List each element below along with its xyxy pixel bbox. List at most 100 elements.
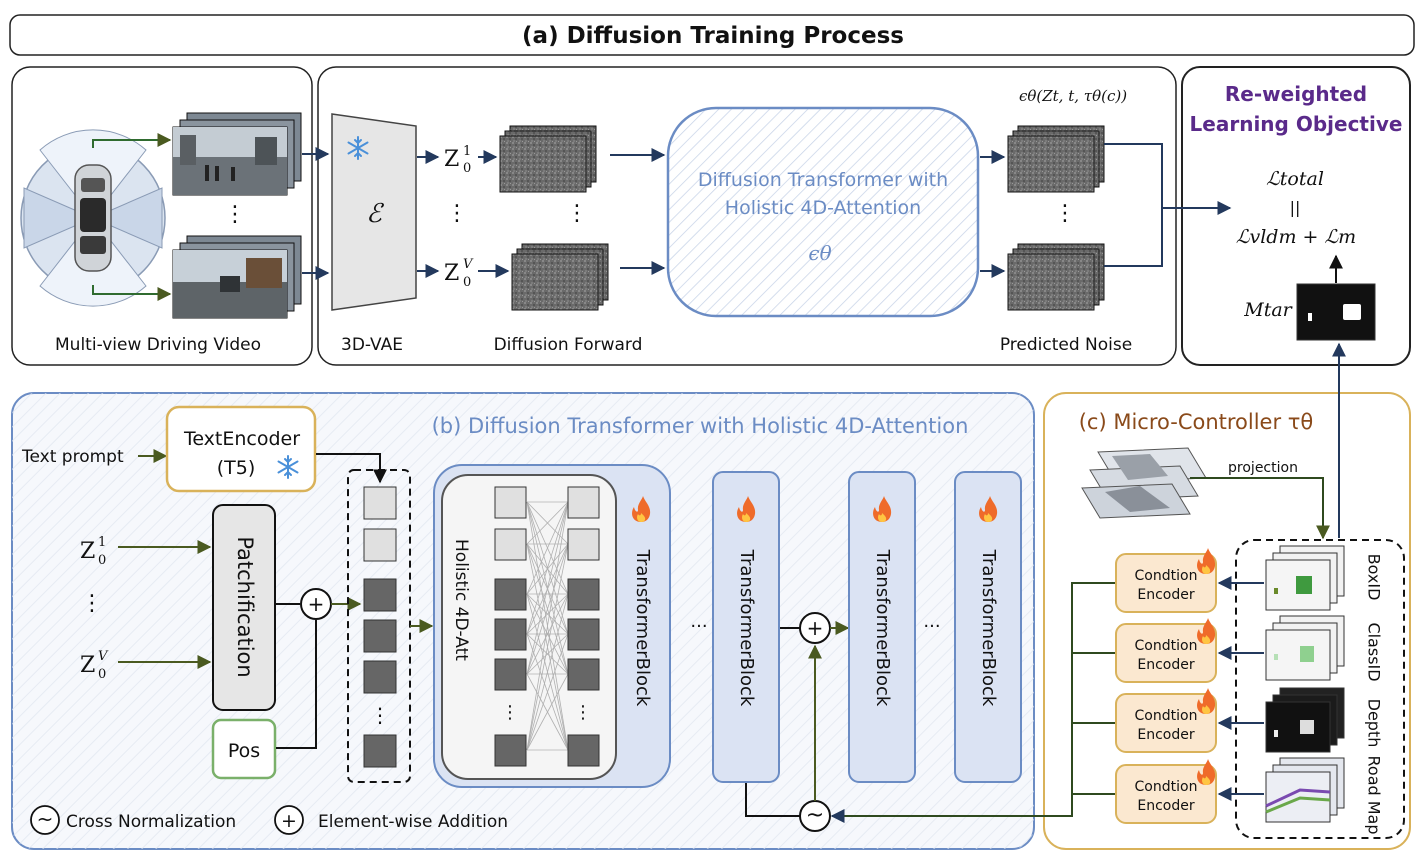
title-bar <box>9 14 1415 56</box>
legend-cross-norm-symbol: ~ <box>37 807 54 831</box>
depth-map <box>1265 687 1345 753</box>
dit-block <box>666 106 980 318</box>
holistic-att-label: Holistic 4D-Att <box>451 539 471 661</box>
text-encoder-label: TextEncoder <box>183 428 300 450</box>
dit-symbol: ϵθ <box>808 241 831 265</box>
legend-cross-norm-icon <box>30 805 60 835</box>
pred-to-objective-arrow <box>1104 143 1230 267</box>
panel-b-title: (b) Diffusion Transformer with Holistic … <box>432 414 969 438</box>
projection-arrow <box>1190 477 1330 540</box>
attention-output-tokens <box>567 486 600 767</box>
attention-connections <box>526 501 569 751</box>
dit-title-line2: Holistic 4D-Attention <box>725 197 921 219</box>
predicted-noise-stack-bottom <box>1007 243 1105 311</box>
video-stack-bottom <box>172 235 302 319</box>
cond-label-depth: Depth <box>1365 699 1384 748</box>
forward-label: Diffusion Forward <box>494 335 643 355</box>
add-node-2-symbol: + <box>807 616 824 640</box>
text-token <box>363 486 397 520</box>
loss-equals: || <box>1290 198 1301 217</box>
condition-encoder-1: Condtion Encoder <box>1115 548 1217 613</box>
cross-norm-symbol: ~ <box>806 803 824 828</box>
loss-sum: ℒvldm + ℒm <box>1236 226 1356 248</box>
pos-to-add-line <box>276 620 317 749</box>
pos-label: Pos <box>228 740 260 762</box>
boxid-map <box>1265 545 1345 611</box>
panel-c-title: (c) Micro-Controller τθ <box>1079 410 1314 434</box>
encoders-to-crossnorm-line <box>830 582 1115 823</box>
projection-label: projection <box>1228 460 1298 476</box>
target-mask-image <box>1296 283 1376 341</box>
transformer-block-2-label: TransformerBlock <box>736 549 757 707</box>
svg-text:Encoder: Encoder <box>1137 657 1194 673</box>
block2-to-crossnorm-line <box>745 783 800 817</box>
cond-label-classid: ClassID <box>1365 622 1384 681</box>
svg-text:Condtion: Condtion <box>1135 638 1198 654</box>
video-token <box>363 578 397 612</box>
figure-title: (a) Diffusion Training Process <box>522 23 904 49</box>
add-node-1-symbol: + <box>308 592 325 616</box>
condition-encoder-3: Condtion Encoder <box>1115 688 1217 753</box>
blocks-ellipsis-1: ··· <box>690 616 707 637</box>
svg-text:0: 0 <box>98 553 106 568</box>
pos-block <box>211 718 277 780</box>
video-label: Multi-view Driving Video <box>55 335 261 355</box>
latent-z0-v: Z V 0 <box>444 257 474 290</box>
video-token <box>363 619 397 653</box>
svg-text:V: V <box>463 257 474 272</box>
svg-text:Z: Z <box>444 147 459 172</box>
predicted-noise-stack-top <box>1007 125 1105 193</box>
forward-noise-stack-bottom <box>511 243 609 311</box>
attention-input-tokens <box>494 486 527 767</box>
attention-input-dots: ⋮ <box>501 702 519 723</box>
encoder-symbol: ℰ <box>366 199 384 229</box>
m-tar-label: Mtar <box>1243 299 1293 321</box>
forward-dots: ⋮ <box>566 201 588 226</box>
predicted-label: Predicted Noise <box>1000 335 1132 355</box>
svg-text:0: 0 <box>98 667 106 682</box>
token-dots: ⋮ <box>370 703 390 727</box>
text-encoder-block <box>165 405 317 493</box>
cond-label-roadmap: Road Map <box>1365 756 1384 835</box>
patchification-block <box>212 504 276 711</box>
classid-map <box>1265 615 1345 681</box>
forward-noise-stack-top <box>499 125 597 193</box>
car-sensor-icon <box>20 129 166 307</box>
transformer-block-4 <box>954 471 1022 783</box>
micro-controller-panel <box>1043 392 1411 850</box>
eps-formula: ϵθ(Zt, t, τθ(c)) <box>1019 87 1127 105</box>
car-to-video-top-arrow <box>92 133 172 148</box>
dit-title-line1: Diffusion Transformer with <box>698 169 948 191</box>
svg-text:Z: Z <box>80 539 95 564</box>
transformer-block-1-label: TransformerBlock <box>632 549 653 707</box>
vae-encoder-block <box>331 113 417 311</box>
video-stack-top <box>172 112 302 196</box>
attention-output-dots: ⋮ <box>574 702 592 723</box>
cond-label-boxid: BoxID <box>1365 554 1384 601</box>
condition-encoder-4: Condtion Encoder <box>1115 759 1217 824</box>
car-to-video-bottom-arrow <box>92 285 172 301</box>
blocks-ellipsis-2: ··· <box>923 616 940 637</box>
transformer-block-3-label: TransformerBlock <box>872 549 893 707</box>
text-token <box>363 528 397 562</box>
vae-label: 3D-VAE <box>341 335 403 355</box>
predicted-dots: ⋮ <box>1054 201 1076 226</box>
condition-inputs-box <box>1235 539 1405 839</box>
text-encoder-t5: (T5) <box>217 457 256 479</box>
svg-text:Encoder: Encoder <box>1137 587 1194 603</box>
legend-cross-norm-label: Cross Normalization <box>66 812 236 832</box>
legend-add-symbol: + <box>281 810 297 832</box>
video-token <box>363 660 397 694</box>
transformer-block-3 <box>848 471 916 783</box>
svg-text:1: 1 <box>463 144 471 159</box>
svg-text:Condtion: Condtion <box>1135 779 1198 795</box>
video-dots: ⋮ <box>224 202 246 227</box>
svg-text:0: 0 <box>463 275 471 290</box>
svg-text:V: V <box>98 649 109 664</box>
objective-title-line2: Learning Objective <box>1190 112 1403 136</box>
video-token <box>363 734 397 768</box>
loss-total: ℒtotal <box>1266 168 1324 190</box>
condition-encoder-2: Condtion Encoder <box>1115 618 1217 683</box>
svg-text:1: 1 <box>98 535 106 550</box>
